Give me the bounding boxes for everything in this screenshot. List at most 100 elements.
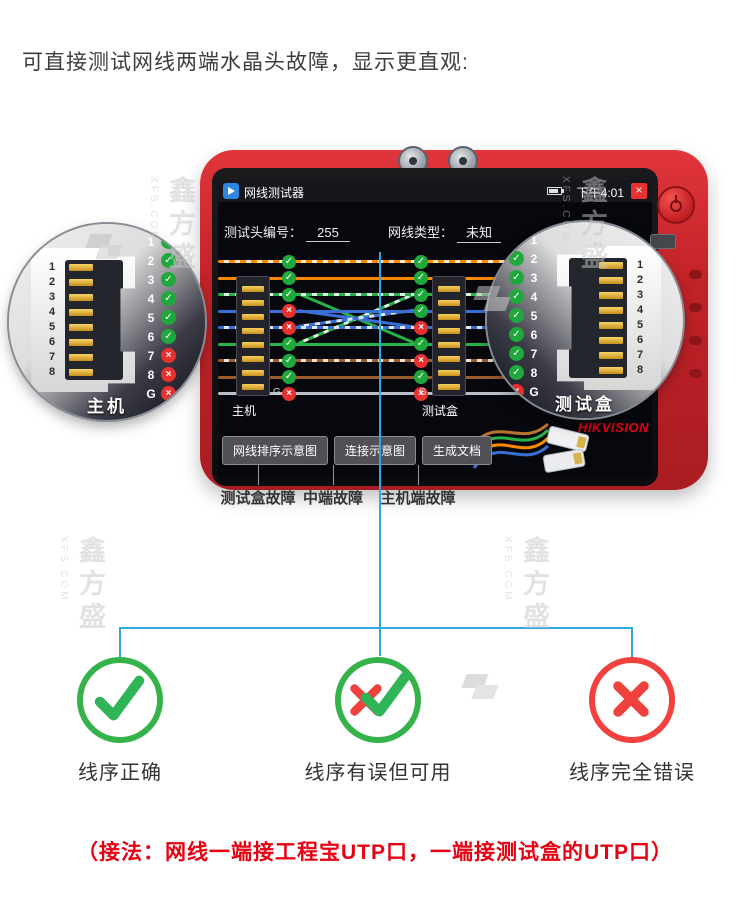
jack-pin [69,264,93,271]
check-icon: ✓ [414,370,428,384]
check-icon: ✓ [509,346,524,361]
jack-cavity [65,260,123,380]
wire-pin-1 [218,260,530,263]
connector-pin [438,286,460,292]
wire-pin-2 [218,276,530,280]
watermark-domain: XFS.COM [58,536,69,603]
check-icon: ✓ [414,304,428,318]
cross-icon: × [509,384,524,399]
check-icon: ✓ [282,254,296,269]
pin-number: 6 [147,329,155,344]
check-icon: ✓ [161,234,176,249]
grip-ridge [689,336,702,345]
annotation-line-drop-left [119,627,121,657]
pin-number: 8 [530,365,538,380]
jack-pin [599,322,623,329]
wire-pin-3 [218,293,530,296]
jack-pin [599,262,623,269]
app-icon [223,183,239,199]
pin-number: 5 [147,310,155,325]
jack-pin-number: 2 [48,276,56,288]
cross-icon [613,681,649,717]
legend-warn-circle [335,657,421,743]
check-icon: ✓ [509,365,524,380]
connector-pin [438,300,460,306]
check-icon: ✓ [509,251,524,266]
connector-pin [242,314,264,320]
connector-pin [438,370,460,376]
jack-pin-number: 8 [636,364,644,376]
cross-icon: × [161,386,176,401]
power-button[interactable] [657,186,695,224]
fault-label: 主机端故障 [380,490,456,507]
jack-pin-number: 7 [636,349,644,361]
side-key[interactable] [650,234,676,249]
jack-cavity [569,258,627,378]
legend-error-circle [589,657,675,743]
screen-left-block [236,276,270,396]
callout-pin-row: ✓5 [509,308,540,323]
watermark-logo-block [461,674,489,688]
watermark-domain: XFS.COM [502,536,513,603]
screen-buttons: 网线排序示意图连接示意图生成文档 [222,436,493,465]
jack-pin [69,339,93,346]
jack-pin [69,279,93,286]
legend-ok-circle [77,657,163,743]
app-title: 网线测试器 [244,186,305,200]
check-icon: ✓ [414,287,428,302]
power-icon-bar [675,195,677,203]
connector-pin [438,356,460,362]
close-icon[interactable]: × [631,183,647,199]
pin-number: 4 [530,289,538,304]
callout-pin-row: 7× [145,348,176,363]
jack-pin-number: 1 [48,261,56,273]
test-head-info: 测试头编号：255 [224,222,351,242]
callout-pin-row: ×G [509,384,540,399]
callout-pin-row: 6✓ [145,329,176,344]
fault-pointer-line [333,465,334,485]
right-block-label: 测试盒 [422,404,459,418]
device-screen: 网线测试器 下午4:01 × 测试头编号：255 网线类型：未知 主机 测试盒 … [218,180,652,478]
connector-pin [242,384,264,390]
cable-type-value: 未知 [457,222,502,243]
screen-button-3[interactable]: 生成文档 [422,436,493,465]
wire-pin-6 [218,342,530,346]
check-icon: ✓ [509,327,524,342]
callout-pin-row: ✓6 [509,327,540,342]
test-head-label: 测试头编号： [224,225,303,240]
callout-pin-row: 1✓ [145,234,176,249]
watermark-logo [461,674,500,702]
screen-button-1[interactable]: 网线排序示意图 [222,436,329,465]
grip-ridge [689,369,702,378]
cross-icon: × [414,320,428,335]
cross-icon: × [414,386,428,401]
pin-number: 3 [530,270,538,285]
cable-type-label: 网线类型： [388,225,454,240]
jack-pin-number: 2 [636,274,644,286]
check-icon: ✓ [161,310,176,325]
check-icon: ✓ [509,270,524,285]
cross-icon: × [161,367,176,382]
bnc-center-pin [459,157,467,165]
pin-number: 5 [530,308,538,323]
jack-pin [69,324,93,331]
callout-pin-row: 8× [145,367,176,382]
jack-pin-number: 4 [636,304,644,316]
callout-pin-row: 4✓ [145,291,176,306]
check-icon: ✓ [282,287,296,302]
callout-pin-row: 2✓ [145,253,176,268]
pin-number: 1 [147,234,155,249]
connector-pin [242,342,264,348]
screen-button-2[interactable]: 连接示意图 [334,436,417,465]
watermark-brand: 鑫方盛 [519,536,549,635]
watermark: XFS.COM 鑫方盛 [502,536,554,635]
pin-number: 7 [147,348,155,363]
annotation-line-drop-right [631,627,633,657]
check-icon: ✓ [509,289,524,304]
screen-statusbar: 网线测试器 下午4:01 × [218,180,652,202]
connector-pin [438,328,460,334]
